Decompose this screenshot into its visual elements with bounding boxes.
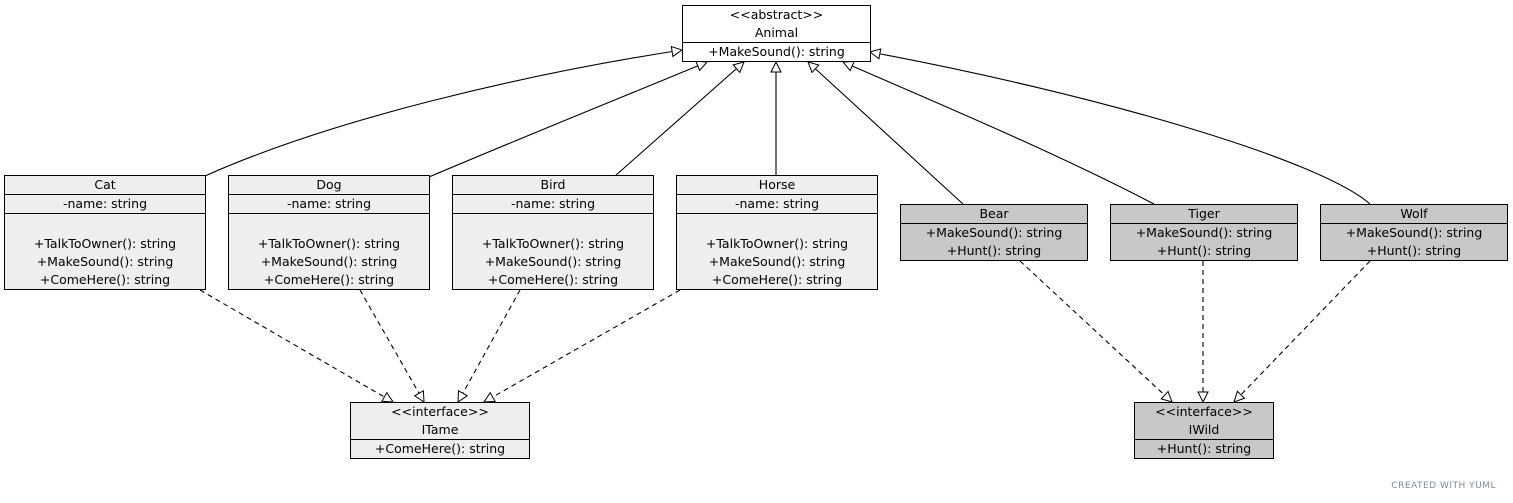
inherit-line-dog: [428, 62, 707, 178]
class-horse-name: Horse: [758, 177, 796, 192]
realize-line-horse: [484, 289, 681, 402]
method: +ComeHere(): string: [374, 441, 506, 456]
class-dog-methods: +TalkToOwner(): string +MakeSound(): str…: [229, 213, 429, 289]
class-bird-header: Bird: [453, 176, 653, 194]
class-bear-header: Bear: [901, 205, 1087, 223]
method: +TalkToOwner(): string: [33, 236, 177, 251]
method: +TalkToOwner(): string: [705, 236, 849, 251]
class-bird: Bird -name: string +TalkToOwner(): strin…: [452, 175, 654, 290]
method: +Hunt(): string: [1156, 243, 1252, 258]
method: +Hunt(): string: [1366, 243, 1462, 258]
interface-iwild-stereotype: <<interface>>: [1155, 404, 1253, 419]
class-tiger-header: Tiger: [1111, 205, 1297, 223]
class-dog-header: Dog: [229, 176, 429, 194]
method: +MakeSound(): string: [1345, 225, 1483, 240]
class-bird-fields: -name: string: [453, 194, 653, 213]
inherit-line-tiger: [843, 62, 1155, 205]
class-cat: Cat -name: string +TalkToOwner(): string…: [4, 175, 206, 290]
method: +MakeSound(): string: [925, 225, 1063, 240]
class-wolf-header: Wolf: [1321, 205, 1507, 223]
class-animal-header: <<abstract>> Animal: [683, 6, 870, 42]
yuml-watermark: CREATED WITH YUML: [1391, 481, 1496, 491]
class-animal-name: Animal: [754, 25, 799, 40]
method: +MakeSound(): string: [36, 254, 174, 269]
method: +MakeSound(): string: [260, 254, 398, 269]
interface-itame-header: <<interface>> ITame: [351, 403, 529, 439]
interface-itame-name: ITame: [421, 422, 459, 437]
class-tiger-name: Tiger: [1188, 206, 1220, 221]
class-dog: Dog -name: string +TalkToOwner(): string…: [228, 175, 430, 290]
class-horse-fields: -name: string: [677, 194, 877, 213]
interface-iwild: <<interface>> IWild +Hunt(): string: [1134, 402, 1274, 459]
class-wolf: Wolf +MakeSound(): string +Hunt(): strin…: [1320, 204, 1508, 261]
method: +TalkToOwner(): string: [481, 236, 625, 251]
class-bear-name: Bear: [979, 206, 1009, 221]
inherit-line-cat: [204, 50, 682, 177]
class-tiger: Tiger +MakeSound(): string +Hunt(): stri…: [1110, 204, 1298, 261]
interface-itame: <<interface>> ITame +ComeHere(): string: [350, 402, 530, 459]
realize-line-dog: [359, 289, 424, 402]
inherit-line-wolf: [870, 52, 1371, 205]
class-dog-name: Dog: [316, 177, 342, 192]
realize-line-wolf: [1234, 260, 1371, 402]
interface-iwild-methods: +Hunt(): string: [1135, 439, 1273, 458]
method: +MakeSound(): string: [484, 254, 622, 269]
field: -name: string: [734, 196, 820, 211]
class-animal: <<abstract>> Animal +MakeSound(): string: [682, 5, 871, 62]
field: -name: string: [510, 196, 596, 211]
class-cat-fields: -name: string: [5, 194, 205, 213]
interface-itame-stereotype: <<interface>>: [391, 404, 489, 419]
class-bird-name: Bird: [540, 177, 566, 192]
class-animal-stereotype: <<abstract>>: [729, 7, 824, 22]
realize-line-cat: [199, 289, 393, 402]
class-animal-methods: +MakeSound(): string: [683, 42, 870, 61]
realize-line-bear: [1019, 260, 1172, 402]
class-horse-methods: +TalkToOwner(): string +MakeSound(): str…: [677, 213, 877, 289]
method: +Hunt(): string: [946, 243, 1042, 258]
method: +MakeSound(): string: [708, 254, 846, 269]
method: +TalkToOwner(): string: [257, 236, 401, 251]
class-horse: Horse -name: string +TalkToOwner(): stri…: [676, 175, 878, 290]
class-cat-header: Cat: [5, 176, 205, 194]
interface-itame-methods: +ComeHere(): string: [351, 439, 529, 458]
interface-iwild-name: IWild: [1188, 422, 1220, 437]
interface-iwild-header: <<interface>> IWild: [1135, 403, 1273, 439]
method: +ComeHere(): string: [711, 272, 843, 287]
inherit-line-bird: [614, 62, 744, 177]
class-cat-methods: +TalkToOwner(): string +MakeSound(): str…: [5, 213, 205, 289]
inherit-line-bear: [808, 62, 964, 205]
method: +ComeHere(): string: [39, 272, 171, 287]
method: +ComeHere(): string: [263, 272, 395, 287]
class-bear: Bear +MakeSound(): string +Hunt(): strin…: [900, 204, 1088, 261]
method: +MakeSound(): string: [708, 44, 845, 59]
class-wolf-methods: +MakeSound(): string +Hunt(): string: [1321, 223, 1507, 260]
class-bear-methods: +MakeSound(): string +Hunt(): string: [901, 223, 1087, 260]
class-cat-name: Cat: [94, 177, 116, 192]
class-tiger-methods: +MakeSound(): string +Hunt(): string: [1111, 223, 1297, 260]
field: -name: string: [286, 196, 372, 211]
class-dog-fields: -name: string: [229, 194, 429, 213]
method: +ComeHere(): string: [487, 272, 619, 287]
method: +MakeSound(): string: [1135, 225, 1273, 240]
class-horse-header: Horse: [677, 176, 877, 194]
method: +Hunt(): string: [1156, 441, 1252, 456]
class-bird-methods: +TalkToOwner(): string +MakeSound(): str…: [453, 213, 653, 289]
class-wolf-name: Wolf: [1400, 206, 1428, 221]
field: -name: string: [62, 196, 148, 211]
realize-line-bird: [458, 289, 521, 402]
